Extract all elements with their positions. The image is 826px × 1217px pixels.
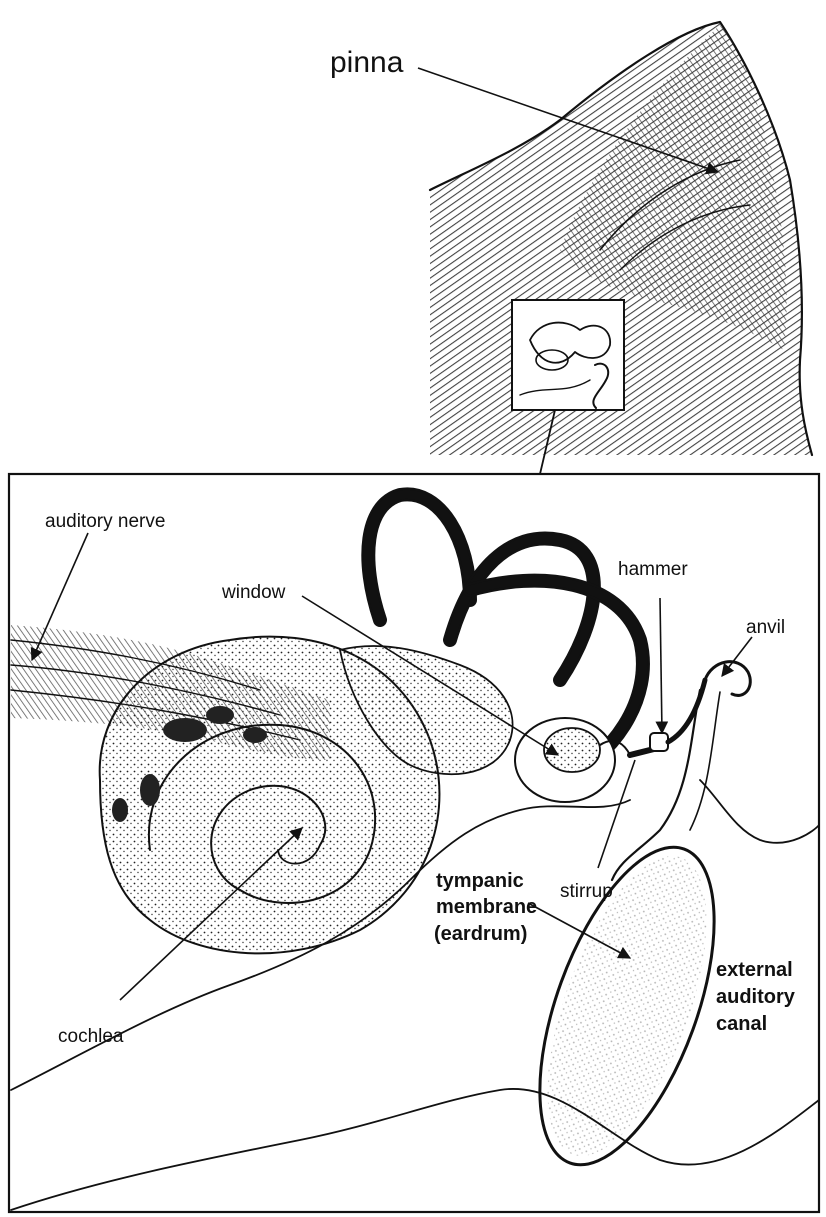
stirrup-drawing	[515, 718, 658, 802]
label-tympanic-line-3: (eardrum)	[434, 923, 527, 945]
label-tympanic-line-1: tympanic	[436, 870, 524, 892]
label-cochlea: cochlea	[58, 1026, 124, 1047]
hammer-pointer	[660, 598, 662, 733]
label-external-line-1: external	[716, 959, 793, 981]
label-external-line-2: auditory	[716, 986, 796, 1008]
label-pinna: pinna	[330, 46, 404, 79]
label-anvil: anvil	[746, 617, 785, 638]
label-external-line-3: canal	[716, 1013, 767, 1035]
tympanic-membrane-drawing	[504, 825, 750, 1187]
label-hammer: hammer	[618, 559, 688, 580]
label-tympanic-line-2: membrane	[436, 896, 537, 918]
label-stirrup: stirrup	[560, 881, 613, 902]
inset-box	[512, 300, 624, 410]
label-auditory-nerve: auditory nerve	[45, 511, 165, 532]
label-window: window	[221, 582, 286, 603]
